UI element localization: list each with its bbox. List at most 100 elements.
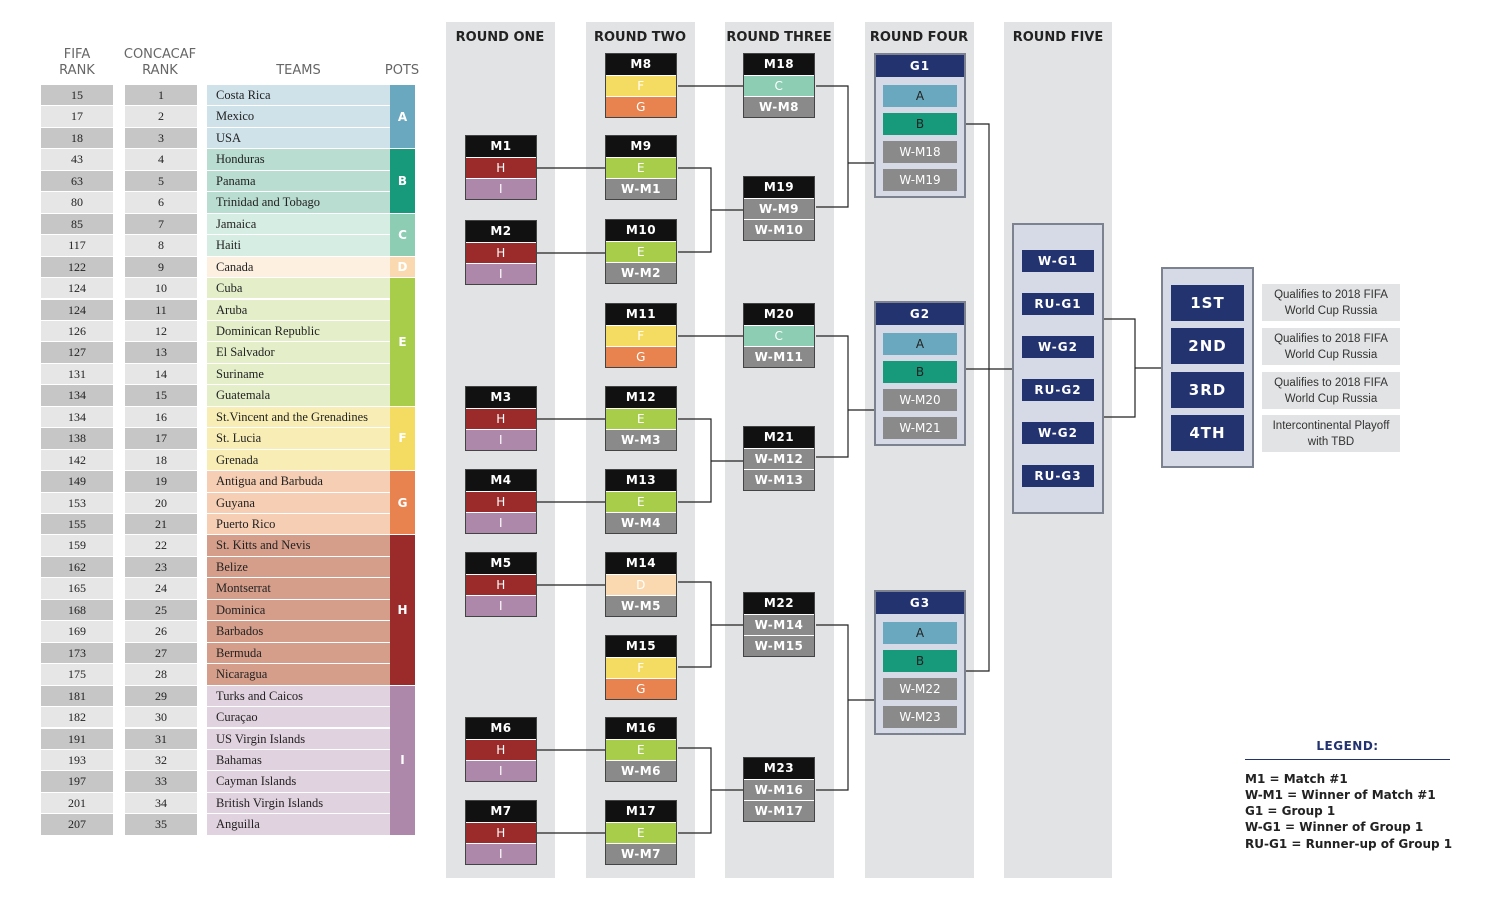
team-name-cell: Suriname bbox=[207, 363, 390, 385]
fifa-rank-cell: 18 bbox=[41, 127, 113, 149]
match-id: M6 bbox=[466, 718, 536, 739]
fifa-rank-cell: 162 bbox=[41, 556, 113, 578]
match-slot: C bbox=[744, 325, 814, 346]
fifa-rank-cell: 142 bbox=[41, 449, 113, 471]
team-name-cell: Trinidad and Tobago bbox=[207, 192, 390, 213]
concacaf-rank-cell: 21 bbox=[125, 514, 197, 535]
pot-label: D bbox=[397, 259, 408, 274]
match-slot: D bbox=[606, 574, 676, 595]
match-slot: H bbox=[466, 739, 536, 760]
team-name-cell: Turks and Caicos bbox=[207, 685, 390, 707]
fifa-rank-cell: 43 bbox=[41, 149, 113, 170]
fifa-rank-cell: 182 bbox=[41, 707, 113, 728]
team-name-cell: Cayman Islands bbox=[207, 771, 390, 792]
concacaf-rank-cell: 35 bbox=[125, 814, 197, 835]
note-3rd: Qualifies to 2018 FIFA World Cup Russia bbox=[1262, 372, 1400, 409]
team-name-cell: Mexico bbox=[207, 106, 390, 127]
fifa-rank-cell: 175 bbox=[41, 664, 113, 685]
pot-label: I bbox=[400, 753, 405, 768]
team-name-cell: Grenada bbox=[207, 449, 390, 471]
match-id: M1 bbox=[466, 136, 536, 157]
team-name-cell: USA bbox=[207, 127, 390, 149]
pots-header: POTS bbox=[384, 63, 420, 78]
pot-d-bar: D bbox=[390, 256, 415, 278]
round-four-title: ROUND FOUR bbox=[869, 30, 969, 45]
team-name-cell: Montserrat bbox=[207, 578, 390, 599]
final-standings-box: 1ST 2ND 3RD 4TH bbox=[1161, 267, 1254, 468]
r5-slot-6: RU-G3 bbox=[1022, 465, 1094, 487]
match-id: M9 bbox=[606, 136, 676, 157]
team-name-cell: Bermuda bbox=[207, 642, 390, 664]
match-slot: E bbox=[606, 822, 676, 843]
team-name-cell: Antigua and Barbuda bbox=[207, 471, 390, 492]
team-name-cell: Jamaica bbox=[207, 213, 390, 235]
fifa-rank-cell: 80 bbox=[41, 192, 113, 213]
concacaf-rank-cell: 20 bbox=[125, 492, 197, 513]
team-name-cell: St. Lucia bbox=[207, 428, 390, 449]
team-name-cell: Honduras bbox=[207, 149, 390, 170]
match-slot: H bbox=[466, 491, 536, 512]
concacaf-rank-cell: 2 bbox=[125, 106, 197, 127]
pot-h-bar: H bbox=[390, 535, 415, 685]
team-name-cell: Bahamas bbox=[207, 749, 390, 771]
match-slot: H bbox=[466, 574, 536, 595]
match-slot: W-M8 bbox=[744, 96, 814, 117]
concacaf-rank-cell: 19 bbox=[125, 471, 197, 492]
concacaf-rank-cell: 32 bbox=[125, 749, 197, 771]
pot-label: C bbox=[398, 227, 407, 242]
pot-a-bar: A bbox=[390, 85, 415, 149]
fifa-rank-cell: 17 bbox=[41, 106, 113, 127]
match-id: M22 bbox=[744, 593, 814, 614]
match-id: M14 bbox=[606, 553, 676, 574]
group-slot: A bbox=[883, 333, 957, 355]
connector-finals bbox=[1102, 318, 1136, 418]
pot-label: E bbox=[398, 334, 407, 349]
fifa-rank-header-line1: FIFA bbox=[63, 47, 91, 62]
match-slot: I bbox=[466, 595, 536, 616]
concacaf-rank-cell: 31 bbox=[125, 728, 197, 749]
fifa-rank-cell: 173 bbox=[41, 642, 113, 664]
concacaf-rank-cell: 11 bbox=[125, 299, 197, 320]
concacaf-rank-cell: 7 bbox=[125, 213, 197, 235]
concacaf-rank-cell: 25 bbox=[125, 599, 197, 621]
match-slot: W-M14 bbox=[744, 614, 814, 635]
match-id: M23 bbox=[744, 758, 814, 779]
concacaf-rank-cell: 34 bbox=[125, 792, 197, 814]
pot-label: H bbox=[397, 603, 408, 617]
team-name-cell: US Virgin Islands bbox=[207, 728, 390, 749]
group-slot: W-M20 bbox=[883, 389, 957, 411]
match-slot: I bbox=[466, 760, 536, 781]
fifa-rank-cell: 153 bbox=[41, 492, 113, 513]
team-name-cell: Curaçao bbox=[207, 707, 390, 728]
match-id: M20 bbox=[744, 304, 814, 325]
match-id: M2 bbox=[466, 221, 536, 242]
match-slot: W-M7 bbox=[606, 843, 676, 864]
concacaf-rank-cell: 12 bbox=[125, 320, 197, 342]
concacaf-rank-header-line1: CONCACAF bbox=[123, 47, 197, 62]
r5-slot-4: RU-G2 bbox=[1022, 379, 1094, 401]
team-name-cell: Belize bbox=[207, 556, 390, 578]
round-one-title: ROUND ONE bbox=[455, 30, 545, 45]
match-slot: W-M2 bbox=[606, 262, 676, 283]
fifa-rank-cell: 134 bbox=[41, 406, 113, 428]
team-name-cell: Aruba bbox=[207, 299, 390, 320]
match-slot: G bbox=[606, 96, 676, 117]
pot-i-bar: I bbox=[390, 685, 415, 835]
legend-line-4: W-G1 = Winner of Group 1 bbox=[1245, 820, 1424, 834]
legend-line-2: W-M1 = Winner of Match #1 bbox=[1245, 788, 1436, 802]
fifa-rank-header-line2: RANK bbox=[59, 63, 95, 78]
fifa-rank-cell: 201 bbox=[41, 792, 113, 814]
match-id: M4 bbox=[466, 470, 536, 491]
team-name-cell: Canada bbox=[207, 256, 390, 278]
match-id: M18 bbox=[744, 54, 814, 75]
concacaf-rank-cell: 14 bbox=[125, 363, 197, 385]
concacaf-rank-cell: 10 bbox=[125, 278, 197, 299]
match-id: M3 bbox=[466, 387, 536, 408]
concacaf-rank-cell: 23 bbox=[125, 556, 197, 578]
